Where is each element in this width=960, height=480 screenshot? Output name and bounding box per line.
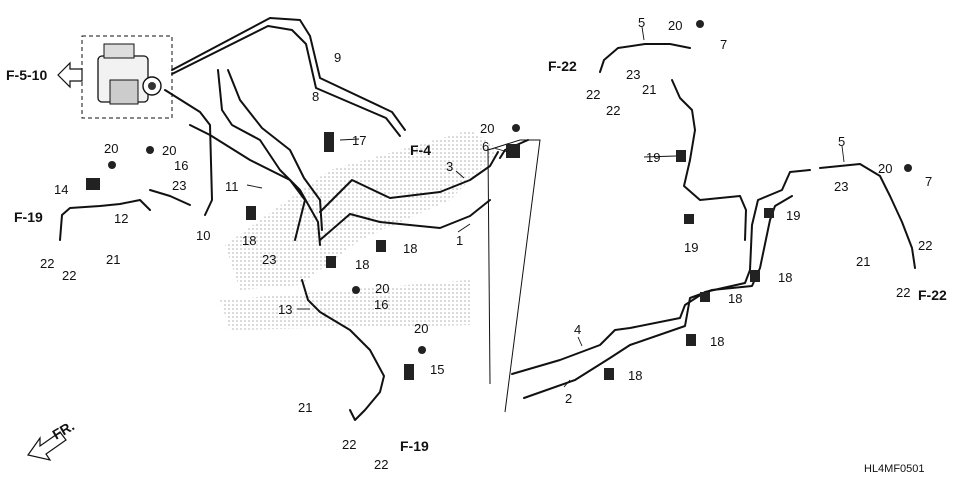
part-label-22: 22 (586, 87, 600, 102)
part-label-16: 16 (174, 158, 188, 173)
bracket-14 (86, 178, 100, 190)
part-label-3: 3 (446, 159, 453, 174)
clip-18-c (326, 256, 336, 268)
part-label-21: 21 (642, 82, 656, 97)
frame-rail-lines (487, 139, 541, 413)
part-label-18: 18 (355, 257, 369, 272)
reference-f-22-right[interactable]: F-22 (918, 287, 947, 303)
bracket-15 (404, 364, 414, 380)
part-label-20: 20 (878, 161, 892, 176)
reference-f-4[interactable]: F-4 (410, 142, 431, 158)
part-label-6: 6 (482, 139, 489, 154)
part-label-7: 7 (720, 37, 727, 52)
part-label-22: 22 (40, 256, 54, 271)
part-label-9: 9 (334, 50, 341, 65)
part-label-1: 1 (456, 233, 463, 248)
joint-6 (506, 144, 520, 158)
part-label-18: 18 (403, 241, 417, 256)
reference-f-5-10[interactable]: F-5-10 (6, 61, 83, 89)
part-label-19: 19 (646, 150, 660, 165)
part-label-23: 23 (262, 252, 276, 267)
part-label-5: 5 (838, 134, 845, 149)
part-label-19: 19 (684, 240, 698, 255)
part-label-22: 22 (374, 457, 388, 472)
bolt-20-g (418, 346, 426, 354)
part-label-18: 18 (242, 233, 256, 248)
part-label-21: 21 (856, 254, 870, 269)
part-label-22: 22 (918, 238, 932, 253)
reference-f-19-bottom[interactable]: F-19 (400, 438, 429, 454)
part-label-8: 8 (312, 89, 319, 104)
part-label-14: 14 (54, 182, 68, 197)
part-label-23: 23 (172, 178, 186, 193)
part-label-16: 16 (374, 297, 388, 312)
part-label-22: 22 (896, 285, 910, 300)
part-label-7: 7 (925, 174, 932, 189)
clips-and-fasteners (86, 20, 912, 380)
clip-19-c (764, 208, 774, 218)
clip-19-b (684, 214, 694, 224)
part-number-labels: 1 2 3 4 5 5 6 7 7 8 9 10 11 12 13 14 15 … (40, 15, 932, 472)
clip-17 (324, 132, 334, 152)
part-label-4: 4 (574, 322, 581, 337)
clip-18-g (604, 368, 614, 380)
bolt-20-b (696, 20, 704, 28)
part-label-20: 20 (162, 143, 176, 158)
clip-18-d (750, 270, 760, 282)
reference-f-22-top[interactable]: F-22 (548, 58, 577, 74)
part-label-13: 13 (278, 302, 292, 317)
part-label-23: 23 (834, 179, 848, 194)
part-label-17: 17 (352, 133, 366, 148)
bolt-20-c (904, 164, 912, 172)
part-label-20: 20 (104, 141, 118, 156)
bolt-20-a (512, 124, 520, 132)
part-label-18: 18 (728, 291, 742, 306)
part-label-21: 21 (106, 252, 120, 267)
clip-18-e (700, 292, 710, 302)
leader-lines (246, 26, 845, 388)
clip-18-f (686, 334, 696, 346)
part-label-10: 10 (196, 228, 210, 243)
part-label-22: 22 (62, 268, 76, 283)
front-direction-arrow: FR. (26, 417, 77, 461)
part-label-22: 22 (606, 103, 620, 118)
reference-f-5-10-label: F-5-10 (6, 67, 47, 83)
clip-18-b (376, 240, 386, 252)
part-label-19: 19 (786, 208, 800, 223)
part-label-5: 5 (638, 15, 645, 30)
part-label-20: 20 (375, 281, 389, 296)
clip-19-a (676, 150, 686, 162)
clip-18-a (246, 206, 256, 220)
part-label-18: 18 (628, 368, 642, 383)
part-label-20: 20 (414, 321, 428, 336)
bolt-20-d (108, 161, 116, 169)
abs-modulator-unit[interactable] (81, 35, 173, 119)
part-label-23: 23 (626, 67, 640, 82)
bolt-20-e (146, 146, 154, 154)
reference-f-19-left[interactable]: F-19 (14, 209, 43, 225)
part-label-20: 20 (668, 18, 682, 33)
part-label-11: 11 (225, 179, 239, 194)
part-label-15: 15 (430, 362, 444, 377)
part-label-18: 18 (778, 270, 792, 285)
diagram-code: HL4MF0501 (864, 463, 925, 475)
part-label-22: 22 (342, 437, 356, 452)
part-label-21: 21 (298, 400, 312, 415)
bolt-20-f (352, 286, 360, 294)
frame-outline-shading (220, 130, 500, 330)
part-label-20: 20 (480, 121, 494, 136)
part-label-12: 12 (114, 211, 128, 226)
part-label-18: 18 (710, 334, 724, 349)
part-label-2: 2 (565, 391, 572, 406)
